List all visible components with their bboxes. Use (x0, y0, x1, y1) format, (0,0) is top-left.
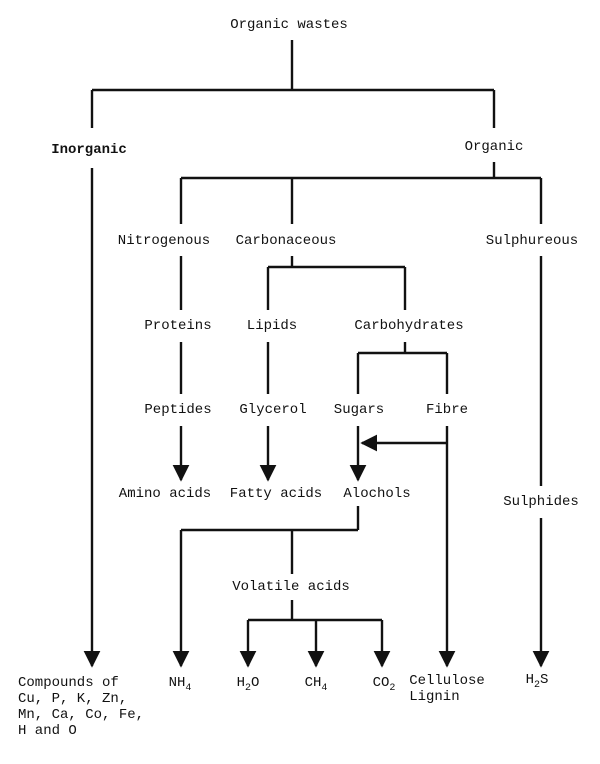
node-lipids: Lipids (246, 318, 298, 334)
cellulose-label: Cellulose (409, 673, 485, 689)
node-glycerol: Glycerol (239, 402, 307, 418)
node-organic: Organic (464, 139, 524, 155)
node-alochols: Alochols (343, 486, 411, 502)
compounds-line: Mn, Ca, Co, Fe, (18, 707, 145, 723)
node-sugars: Sugars (333, 402, 385, 418)
product-ch4: CH4 (304, 675, 328, 694)
lignin-label: Lignin (409, 689, 460, 705)
node-fatty-acids: Fatty acids (229, 486, 323, 502)
node-sulphureous: Sulphureous (485, 233, 579, 249)
node-amino-acids: Amino acids (118, 486, 212, 502)
product-co2: CO2 (372, 675, 396, 694)
product-h2o: H2O (236, 675, 260, 694)
node-fibre: Fibre (425, 402, 469, 418)
node-organic-wastes: Organic wastes (230, 17, 348, 33)
node-sulphides: Sulphides (503, 494, 579, 510)
product-nh4: NH4 (168, 675, 192, 694)
node-carbonaceous: Carbonaceous (235, 233, 337, 249)
node-inorganic: Inorganic (51, 142, 127, 158)
product-h2s: H2S (525, 672, 549, 691)
node-nitrogenous: Nitrogenous (117, 233, 211, 249)
compounds-line: Compounds of (18, 675, 119, 691)
compounds-line: H and O (18, 723, 77, 739)
compounds-line: Cu, P, K, Zn, (18, 691, 128, 707)
product-cellulose-lignin: Cellulose Lignin (409, 673, 485, 705)
node-proteins: Proteins (144, 318, 212, 334)
node-volatile-acids: Volatile acids (232, 579, 350, 595)
product-compounds: Compounds of Cu, P, K, Zn, Mn, Ca, Co, F… (18, 675, 144, 739)
node-peptides: Peptides (144, 402, 212, 418)
node-carbohydrates: Carbohydrates (354, 318, 464, 334)
